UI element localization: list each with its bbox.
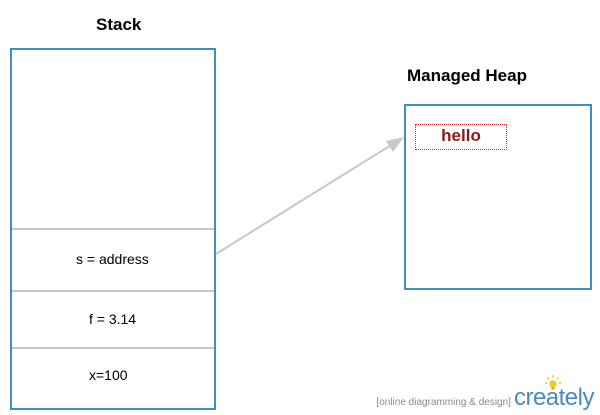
stack-cell-x: x=100 (89, 367, 128, 383)
creately-watermark: [online diagramming & design]creately (376, 386, 594, 410)
lightbulb-icon (545, 375, 561, 390)
stack-cell-s: s = address (76, 251, 149, 267)
stack-divider-3 (12, 347, 214, 349)
reference-arrow-head (386, 137, 404, 152)
managed-heap-title: Managed Heap (407, 66, 527, 85)
watermark-brand: creately (513, 384, 595, 411)
heap-object: hello (415, 124, 507, 150)
stack-divider-1 (12, 228, 214, 230)
watermark-tagline: [online diagramming & design] (376, 397, 511, 408)
stack-title: Stack (96, 15, 142, 34)
stack-divider-2 (12, 290, 214, 292)
managed-heap-container (404, 104, 592, 290)
heap-object-value: hello (441, 126, 481, 145)
stack-cell-f: f = 3.14 (89, 311, 137, 327)
reference-arrow-line (215, 141, 397, 255)
